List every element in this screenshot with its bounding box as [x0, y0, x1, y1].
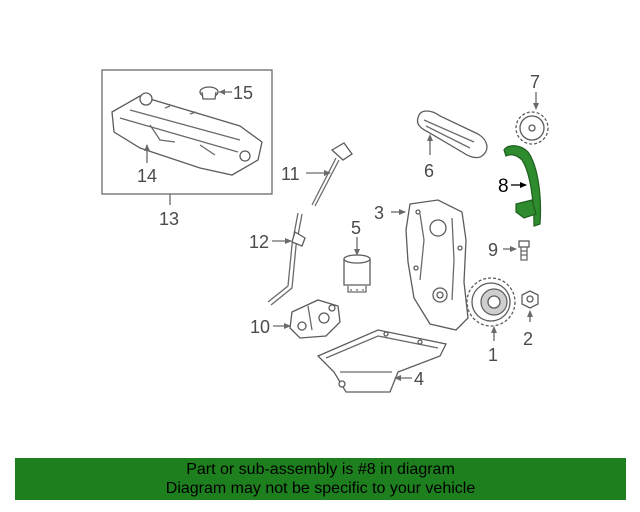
- oil-cap-part[interactable]: [199, 86, 219, 100]
- callout-5: 5: [351, 218, 361, 238]
- timing-belt-part[interactable]: [416, 110, 488, 159]
- crank-pulley-part[interactable]: [466, 277, 516, 327]
- callout-15: 15: [233, 83, 253, 103]
- oil-filter-part[interactable]: [343, 254, 371, 293]
- pulley-bolt-part[interactable]: [521, 290, 539, 309]
- footer-line-2: Diagram may not be specific to your vehi…: [165, 480, 476, 497]
- callout-3: 3: [374, 203, 384, 223]
- oil-pan-part[interactable]: [316, 329, 447, 393]
- callout-10: 10: [250, 317, 270, 337]
- callout-6: 6: [424, 161, 434, 181]
- callout-11: 11: [281, 164, 300, 184]
- callout-4: 4: [414, 369, 424, 389]
- oil-pump-part[interactable]: [289, 299, 341, 339]
- bolt-part[interactable]: [518, 240, 530, 261]
- timing-cover-part[interactable]: [405, 199, 469, 331]
- callout-14: 14: [137, 166, 157, 186]
- callout-7: 7: [530, 72, 540, 92]
- valve-cover-group-box: [101, 69, 273, 195]
- callout-12: 12: [249, 232, 269, 252]
- sprocket-part[interactable]: [515, 111, 549, 145]
- footer-line-1: Part or sub-assembly is #8 in diagram: [186, 461, 455, 478]
- parts-diagram: 15 14 13 11 12 5 10: [101, 69, 549, 393]
- dipstick-part[interactable]: [311, 142, 353, 207]
- timing-chain-guide-part[interactable]: [503, 145, 542, 227]
- valve-cover-part[interactable]: [111, 92, 263, 176]
- callout-13: 13: [159, 209, 179, 229]
- dipstick-tube-part[interactable]: [267, 212, 306, 306]
- footer-banner: Part or sub-assembly is #8 in diagram Di…: [15, 458, 626, 500]
- callout-8: 8: [498, 176, 509, 197]
- callout-2: 2: [523, 329, 533, 349]
- callout-1: 1: [488, 345, 498, 365]
- callout-9: 9: [488, 240, 498, 260]
